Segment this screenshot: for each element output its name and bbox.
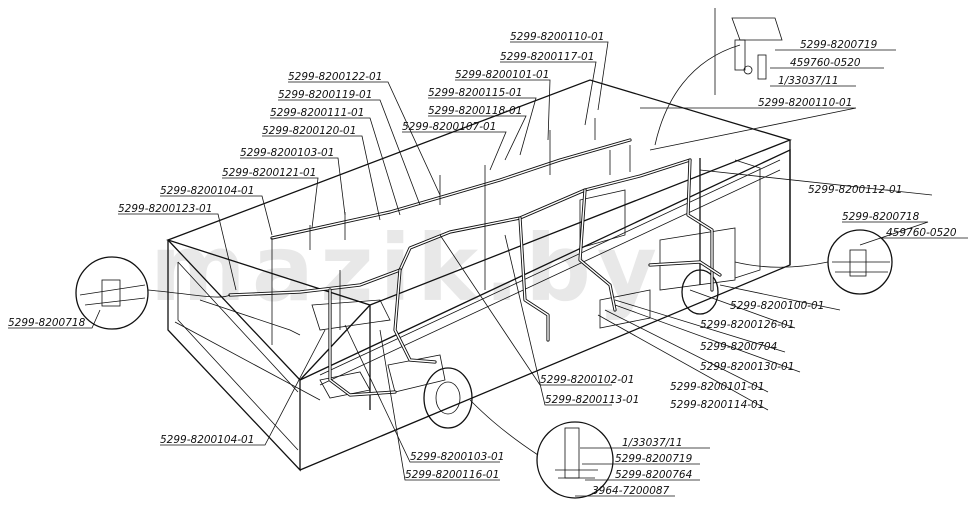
label-459760-0520-inset: 459760-0520 [790, 57, 861, 69]
label-5299-8200116-01: 5299-8200116-01 [405, 469, 499, 481]
label-5299-8200111-01: 5299-8200111-01 [270, 107, 364, 119]
label-5299-8200117-01: 5299-8200117-01 [500, 51, 594, 63]
label-5299-8200114-01: 5299-8200114-01 [670, 399, 764, 411]
label-459760-0520-right: 459760-0520 [886, 227, 957, 239]
label-5299-8200101-01-bottom: 5299-8200101-01 [670, 381, 764, 393]
label-5299-8200103-01-top: 5299-8200103-01 [240, 147, 334, 159]
label-5299-8200120-01: 5299-8200120-01 [262, 125, 356, 137]
label-5299-8200115-01: 5299-8200115-01 [428, 87, 522, 99]
label-5299-8200112-01: 5299-8200112-01 [808, 184, 902, 196]
label-5299-8200718-right: 5299-8200718 [842, 211, 920, 223]
detail-callout-right [734, 229, 893, 295]
label-1-33037-11-inset: 1/33037/11 [778, 75, 839, 87]
label-5299-8200122-01: 5299-8200122-01 [288, 71, 382, 83]
detail-inset-topright [654, 8, 783, 146]
label-5299-8200110-01-inset: 5299-8200110-01 [758, 97, 852, 109]
label-5299-8200718-left: 5299-8200718 [8, 317, 86, 329]
label-5299-8200719-bottom: 5299-8200719 [615, 453, 693, 465]
label-5299-8200102-01: 5299-8200102-01 [540, 374, 634, 386]
label-5299-8200126-01: 5299-8200126-01 [700, 319, 794, 331]
label-5299-8200121-01: 5299-8200121-01 [222, 167, 316, 179]
harness-routing [228, 118, 722, 397]
part-labels: 5299-8200110-01 5299-8200117-01 5299-820… [8, 31, 957, 497]
label-top-5299-8200110-01: 5299-8200110-01 [510, 31, 604, 43]
label-5299-8200100-01: 5299-8200100-01 [730, 300, 824, 312]
label-5299-8200704: 5299-8200704 [700, 341, 777, 353]
label-5299-8200103-01-bottom: 5299-8200103-01 [410, 451, 504, 463]
label-5299-8200123-01: 5299-8200123-01 [118, 203, 212, 215]
label-5299-8200107-01: 5299-8200107-01 [402, 121, 496, 133]
label-5299-8200118-01: 5299-8200118-01 [428, 105, 522, 117]
label-5299-8200104-01-top: 5299-8200104-01 [160, 185, 254, 197]
label-5299-8200764: 5299-8200764 [615, 469, 692, 481]
leader-lines [8, 41, 968, 497]
label-5299-8200119-01: 5299-8200119-01 [278, 89, 372, 101]
label-3964-7200087: 3964-7200087 [592, 485, 670, 497]
label-5299-8200101-01-top: 5299-8200101-01 [455, 69, 549, 81]
label-5299-8200130-01: 5299-8200130-01 [700, 361, 794, 373]
label-5299-8200104-01-bottom: 5299-8200104-01 [160, 434, 254, 446]
label-5299-8200719-inset: 5299-8200719 [800, 39, 878, 51]
watermark: mazik.by [150, 215, 663, 322]
detail-callout-left [75, 256, 231, 330]
detail-callout-bottom [469, 399, 614, 499]
label-1-33037-11-bottom: 1/33037/11 [622, 437, 683, 449]
label-5299-8200113-01: 5299-8200113-01 [545, 394, 639, 406]
bus-body-outline [166, 79, 792, 472]
